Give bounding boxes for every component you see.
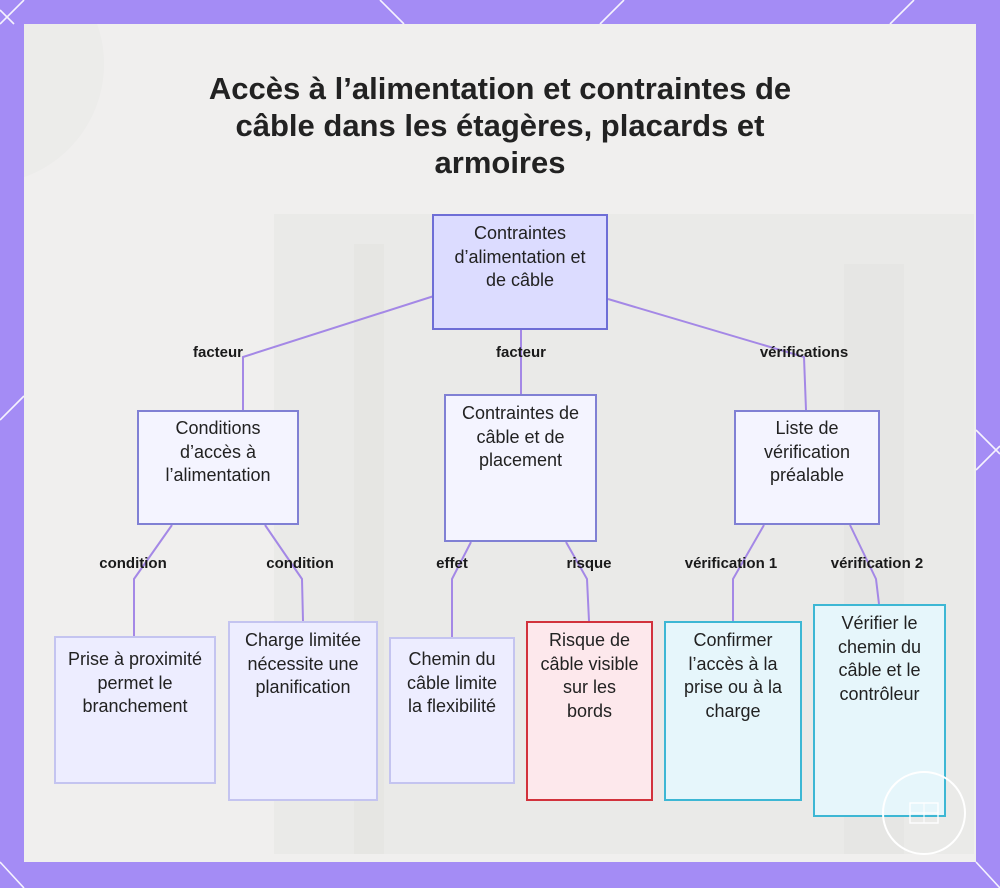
edge-label-verification-2: vérification 2 bbox=[831, 555, 924, 573]
node-verifier-chemin-label: Vérifier le chemin du câble et le contrô… bbox=[825, 612, 934, 706]
edge-label-facteur-left: facteur bbox=[193, 344, 243, 362]
node-contraintes-cable-label: Contraintes de câble et de placement bbox=[456, 402, 585, 473]
root-node: Contraintes d’alimentation et de câble bbox=[432, 214, 608, 330]
node-charge-limitee-label: Charge limitée nécessite une planificati… bbox=[240, 629, 366, 700]
edge-label-verifications: vérifications bbox=[760, 344, 848, 362]
node-conditions-acces: Conditions d’accès à l’alimentation bbox=[137, 410, 299, 525]
diagram-card: Accès à l’alimentation et contraintes de… bbox=[24, 24, 976, 862]
edge-label-facteur-middle: facteur bbox=[496, 344, 546, 362]
edge-label-condition-2: condition bbox=[266, 555, 334, 573]
node-risque-cable: Risque de câble visible sur les bords bbox=[526, 621, 653, 801]
node-liste-verification-label: Liste de vérification préalable bbox=[746, 417, 868, 488]
logo-icon bbox=[884, 773, 964, 853]
node-chemin-cable: Chemin du câble limite la flexibilité bbox=[389, 637, 515, 784]
node-prise-proximite: Prise à proximité permet le branchement bbox=[54, 636, 216, 784]
edge-label-effet: effet bbox=[436, 555, 468, 573]
node-charge-limitee: Charge limitée nécessite une planificati… bbox=[228, 621, 378, 801]
edge-root-conditions bbox=[243, 296, 434, 410]
edge-contraintes-risque bbox=[566, 542, 589, 621]
node-confirmer-acces-label: Confirmer l’accès à la prise ou à la cha… bbox=[676, 629, 790, 723]
edge-liste-confirmer bbox=[733, 525, 764, 621]
edge-conditions-prise bbox=[134, 525, 172, 636]
edge-conditions-charge bbox=[265, 525, 303, 621]
edge-label-risque: risque bbox=[566, 555, 611, 573]
logo-badge bbox=[882, 771, 966, 855]
node-contraintes-cable: Contraintes de câble et de placement bbox=[444, 394, 597, 542]
node-risque-cable-label: Risque de câble visible sur les bords bbox=[538, 629, 641, 723]
edge-label-verification-1: vérification 1 bbox=[685, 555, 778, 573]
node-liste-verification: Liste de vérification préalable bbox=[734, 410, 880, 525]
node-prise-proximite-label: Prise à proximité permet le branchement bbox=[66, 648, 204, 719]
edge-label-condition-1: condition bbox=[99, 555, 167, 573]
node-confirmer-acces: Confirmer l’accès à la prise ou à la cha… bbox=[664, 621, 802, 801]
root-node-label: Contraintes d’alimentation et de câble bbox=[444, 222, 596, 293]
node-conditions-acces-label: Conditions d’accès à l’alimentation bbox=[149, 417, 287, 488]
node-chemin-cable-label: Chemin du câble limite la flexibilité bbox=[401, 648, 503, 719]
